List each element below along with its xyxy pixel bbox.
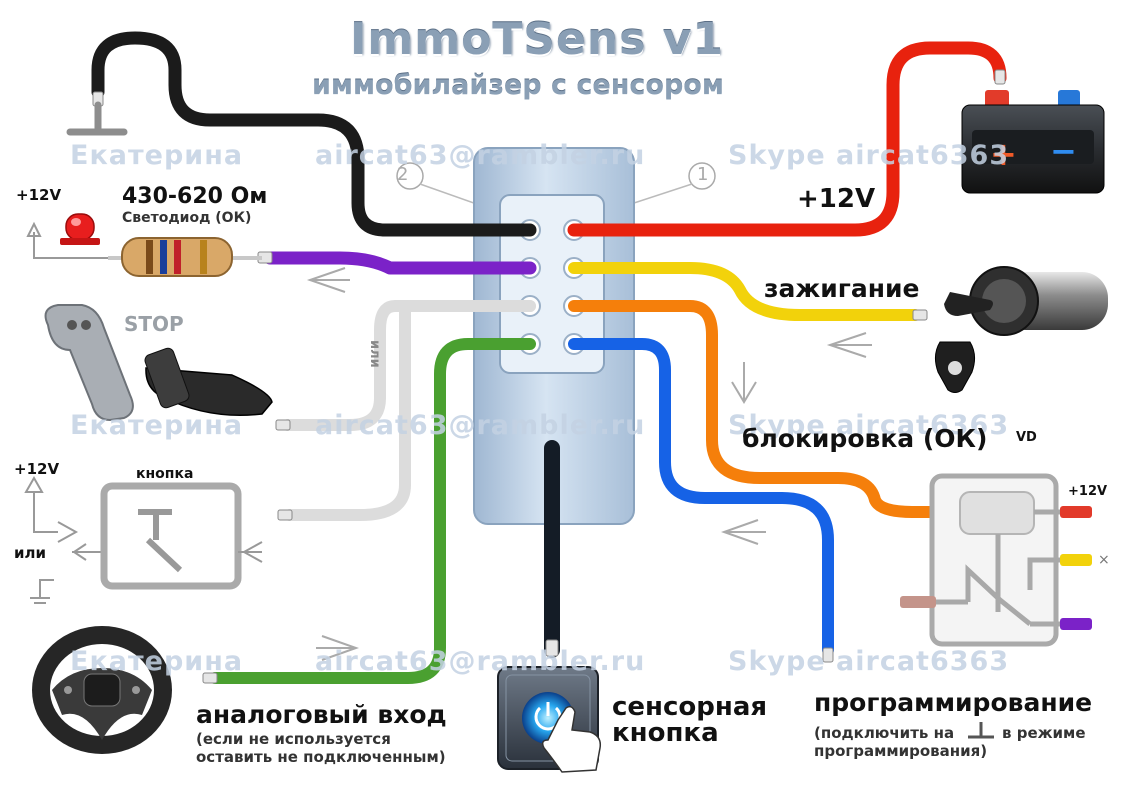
- relay-module: ×: [900, 473, 1110, 647]
- wire-green: [209, 338, 536, 684]
- button-label: кнопка: [136, 466, 194, 482]
- button-voltage-label: +12V: [14, 460, 60, 478]
- battery-voltage-label: +12V: [797, 184, 876, 214]
- programming-label: программирование: [814, 688, 1093, 717]
- pin-1-label: 1: [697, 164, 709, 185]
- analog-input-label: аналоговый вход: [196, 700, 447, 729]
- svg-text:×: ×: [1098, 552, 1110, 568]
- page-subtitle: иммобилайзер с сенсором: [312, 70, 724, 101]
- wire-blue: [568, 338, 834, 656]
- svg-text:+: +: [990, 135, 1017, 173]
- watermark-email: aircat63@rambler.ru: [315, 646, 646, 677]
- watermark-email: aircat63@rambler.ru: [315, 140, 646, 171]
- wire-black: [91, 31, 537, 237]
- resistor: [108, 237, 262, 277]
- direction-arrows: [306, 267, 872, 661]
- button-or-label: или: [14, 544, 47, 562]
- watermark-name: Екатерина: [70, 646, 244, 677]
- wire-orange: [568, 300, 936, 518]
- watermark-skype: Skype aircat6363: [728, 140, 1010, 171]
- watermark-skype: Skype aircat6363: [728, 646, 1010, 677]
- immobilizer-module: [473, 147, 635, 525]
- brake-pedal-icon: [44, 304, 273, 422]
- programming-note-line2: программирования): [814, 742, 988, 760]
- ignition-icon: [934, 266, 1108, 393]
- led-voltage-label: +12V: [16, 186, 62, 204]
- programming-note-line1b: в режиме: [1002, 724, 1086, 742]
- page-title: ImmoTSens v1: [350, 14, 724, 65]
- wire-tips: [92, 69, 1006, 684]
- touch-button-icon: [497, 666, 602, 773]
- led-caption: Светодиод (ОК): [122, 210, 252, 226]
- stop-label: STOP: [124, 312, 184, 336]
- wire-purple: [263, 251, 537, 275]
- led-indicator: [26, 213, 118, 259]
- analog-note-line1: (если не используется: [196, 730, 391, 748]
- battery-icon: + −: [961, 90, 1105, 194]
- pin-callouts: [396, 162, 716, 221]
- wire-yellow: [568, 262, 921, 321]
- relay-voltage-label: +12V: [1068, 484, 1108, 499]
- analog-note-line2: оставить не подключенным): [196, 748, 446, 766]
- wire-white-upper: [282, 300, 536, 431]
- touch-label-line2: кнопка: [612, 718, 719, 748]
- watermark-name: Екатерина: [70, 410, 244, 441]
- button-symbol: [24, 475, 263, 604]
- wire-white-lower: [284, 300, 536, 521]
- touch-label-line1: сенсорная: [612, 692, 768, 722]
- watermark-skype: Skype aircat6363: [728, 410, 1010, 441]
- resistor-value-label: 430-620 Ом: [122, 184, 268, 209]
- pin-2-label: 2: [397, 164, 409, 185]
- wire-red: [567, 41, 1007, 237]
- blocking-label: блокировка (ОК): [742, 424, 988, 453]
- watermark-name: Екатерина: [70, 140, 244, 171]
- ignition-label: зажигание: [764, 274, 920, 303]
- ground-symbol: [66, 101, 128, 136]
- vd-label: VD: [1016, 430, 1037, 445]
- svg-text:−: −: [1050, 132, 1077, 170]
- steering-wheel-icon: [32, 626, 172, 754]
- ground-mini-icon: [966, 720, 996, 746]
- watermark-email: aircat63@rambler.ru: [315, 410, 646, 441]
- or-vertical-label: или: [367, 340, 382, 368]
- programming-note-line1a: (подключить на: [814, 724, 955, 742]
